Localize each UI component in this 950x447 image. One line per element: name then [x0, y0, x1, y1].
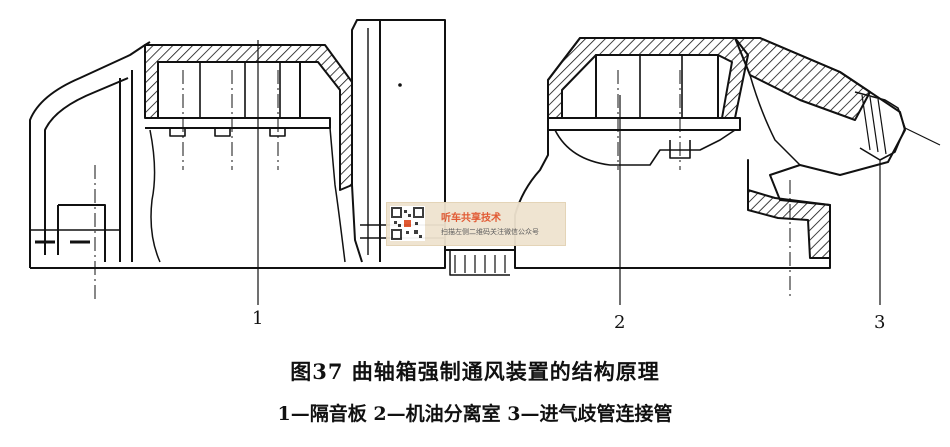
watermark-title: 听车共享技术 [441, 213, 501, 224]
figure-legend: 1—隔音板 2—机油分离室 3—进气歧管连接管 [277, 403, 673, 425]
callout-3: 3 [874, 312, 886, 333]
figure-title: 图37 曲轴箱强制通风装置的结构原理 [290, 359, 660, 384]
intake-pipe-hatched [734, 37, 871, 121]
watermark-badge: 听车共享技术 扫描左侧二维码关注微信公众号 [386, 202, 566, 246]
callout-1: 1 [252, 308, 264, 329]
right-assembly [514, 37, 941, 305]
sound-insulation-plate [157, 61, 301, 119]
oil-separation-chamber [595, 54, 719, 119]
left-assembly [29, 19, 516, 305]
callout-2: 2 [614, 312, 626, 333]
watermark-subtitle: 扫描左侧二维码关注微信公众号 [441, 228, 539, 236]
qr-code-icon [390, 206, 425, 241]
